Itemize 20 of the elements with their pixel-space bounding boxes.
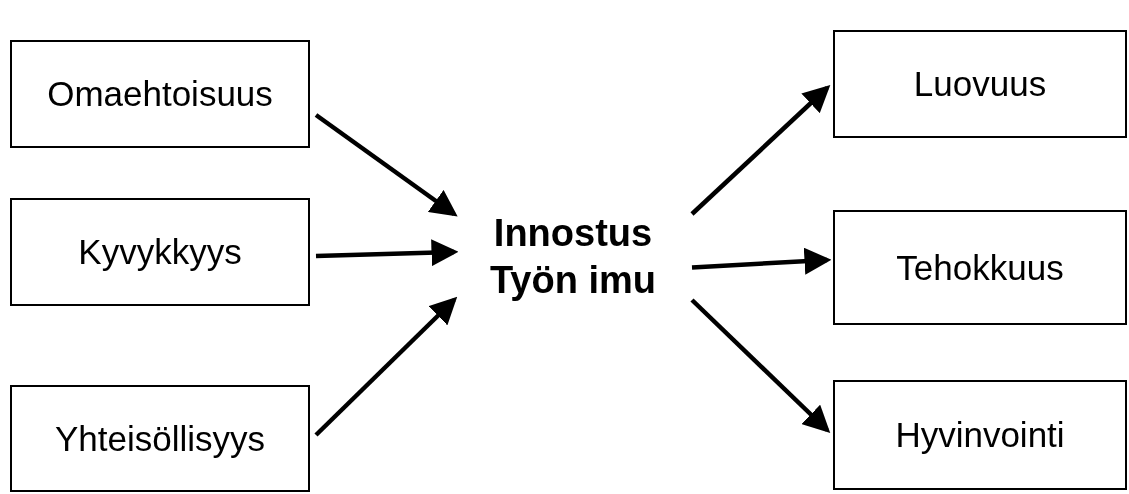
central-label: Työn imu — [489, 258, 657, 303]
arrow — [315, 239, 459, 267]
concept-box — [10, 385, 310, 492]
box-label: Luovuus — [913, 63, 1047, 106]
arrow — [690, 84, 831, 216]
box-label: Hyvinvointi — [895, 414, 1065, 457]
concept-box — [833, 30, 1127, 138]
arrow — [314, 296, 458, 437]
arrow — [314, 113, 458, 217]
box-label: Yhteisöllisyys — [54, 417, 266, 460]
box-label: Tehokkuus — [896, 246, 1064, 289]
box-label: Omaehtoisuus — [47, 73, 273, 116]
arrow — [690, 298, 831, 434]
box-label: Kyvykkyys — [78, 231, 242, 274]
central-label: Innostus — [493, 210, 653, 256]
concept-box — [10, 198, 310, 306]
concept-box — [10, 40, 310, 148]
concept-box — [833, 210, 1127, 325]
concept-box — [833, 380, 1127, 490]
arrow — [691, 247, 832, 275]
